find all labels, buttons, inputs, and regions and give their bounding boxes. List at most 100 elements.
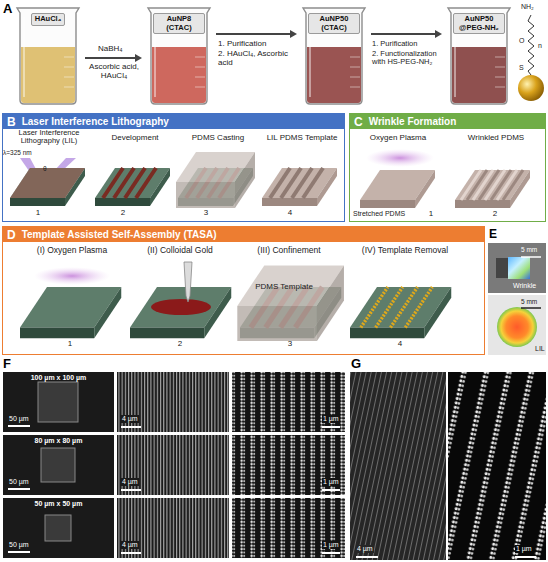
panel-letter: G [351, 357, 361, 371]
figure-label: NaBH₄ [98, 45, 123, 54]
graduation-mark [495, 67, 505, 68]
figure-label: 1 [64, 340, 76, 349]
graduation-mark [350, 77, 360, 78]
beaker-node: HAuCl₄ [14, 5, 82, 105]
figure-label: 2 [174, 340, 186, 349]
beaker-label-text: AuNP50 (CTAC) [320, 14, 349, 32]
figure-label: NH₂ [521, 3, 534, 11]
panel-title: Laser Interference Lithography [22, 116, 169, 127]
figure-label: Ascorbic acid, HAuCl₄ [86, 63, 142, 81]
figure-label: 4 µm [121, 541, 139, 549]
figure-label: 2. Functionalization with HS-PEG-NH₂ [372, 50, 442, 67]
panel-title: Template Assisted Self-Assembly (TASA) [22, 229, 217, 240]
figure-label: 5 mm [520, 246, 538, 253]
graduation-mark [495, 87, 505, 88]
panel-header: DTemplate Assisted Self-Assembly (TASA) [3, 227, 484, 242]
figure-label: 4 µm [356, 545, 374, 553]
arrow-shaft [216, 33, 291, 35]
figure-label: Oxygen Plasma [352, 134, 444, 143]
figure-label: (III) Confinement [236, 246, 342, 255]
panel-letter: F [3, 357, 11, 371]
graduation-mark [495, 77, 505, 78]
process-arrow [371, 30, 442, 38]
figure-label: 4 [284, 209, 296, 218]
process-arrow [85, 54, 142, 62]
figure-label: 1 µm [322, 541, 340, 549]
figure-label: 1 µm [515, 545, 533, 553]
beaker-label: HAuCl₄ [31, 13, 66, 26]
figure-label: 50 µm [8, 478, 30, 486]
figure-label: S [519, 64, 524, 72]
arrow-head [135, 54, 142, 62]
beaker-outline [148, 8, 210, 104]
arrow-shaft [85, 57, 136, 59]
figure-label: 1. Purification [372, 40, 442, 48]
figure-label: 3 [284, 340, 296, 349]
beaker-label: AuNP50 @PEG-NH₂ [453, 13, 505, 34]
panel-title: Wrinkle Formation [369, 116, 457, 127]
beaker-node: AuNP8 (CTAC) [145, 5, 213, 105]
figure-label: (IV) Template Removal [346, 246, 464, 255]
panel-letter: C [354, 115, 363, 129]
graduation-mark [64, 67, 74, 68]
graduation-mark [64, 77, 74, 78]
beaker-label: AuNP8 (CTAC) [153, 13, 205, 34]
arrow-head [290, 30, 297, 38]
panel-letter: E [489, 228, 497, 241]
beaker-label: AuNP50 (CTAC) [308, 13, 360, 34]
figure-label: 4 [394, 340, 406, 349]
figure-label: PDMS Casting [178, 134, 258, 143]
figure-label: LIL [534, 345, 546, 353]
figure-label: (I) Oxygen Plasma [20, 246, 124, 255]
beaker-node: AuNP50 (CTAC) [300, 5, 368, 105]
beaker-label-text: AuNP8 (CTAC) [166, 14, 191, 32]
beaker-outline [17, 8, 79, 104]
figure-label: PDMS Template [252, 283, 316, 292]
glass-highlight [23, 17, 25, 97]
beaker-node: AuNP50 @PEG-NH₂ [445, 5, 513, 105]
graduation-mark [350, 67, 360, 68]
panel-header: C Wrinkle Formation [350, 114, 545, 129]
graduation-mark [64, 57, 74, 58]
beaker-outline [448, 8, 510, 104]
beaker-label-text: AuNP50 @PEG-NH₂ [459, 14, 499, 32]
graduation-mark [350, 87, 360, 88]
panel-letter: A [3, 2, 12, 16]
graduation-mark [195, 57, 205, 58]
beaker-outline [303, 8, 365, 104]
process-arrow [216, 30, 297, 38]
figure-label: O [519, 37, 524, 45]
graduation-mark [195, 77, 205, 78]
figure-label: 50 µm x 50 µm [3, 500, 114, 508]
panel-frame: C Wrinkle Formation [349, 113, 546, 222]
figure-label: Development [95, 134, 175, 143]
figure-label: λ=325 nm [3, 149, 32, 156]
figure-label: 4 µm [121, 415, 139, 423]
figure-label: Laser Interference Lithography (LIL) [6, 129, 92, 146]
figure-label: 2 [117, 209, 129, 218]
figure-label: 1 µm [322, 415, 340, 423]
figure-label: n [538, 42, 542, 50]
graduation-mark [495, 57, 505, 58]
panel-letter: B [7, 115, 16, 129]
panel-header: B Laser Interference Lithography [3, 114, 344, 129]
figure-label: 1. Purification [218, 40, 298, 49]
graduation-mark [195, 67, 205, 68]
graduation-mark [64, 87, 74, 88]
figure-label: θ [43, 165, 47, 172]
figure-label: 100 µm x 100 µm [3, 374, 114, 382]
figure-label: 1 [425, 210, 437, 219]
graduation-mark [195, 87, 205, 88]
arrow-head [435, 30, 442, 38]
figure-label: 1 [32, 209, 44, 218]
figure-label: 2 [489, 210, 501, 219]
figure-label: LIL PDMS Template [262, 134, 342, 143]
arrow-shaft [371, 33, 436, 35]
figure-label: Wrinkled PDMS [450, 134, 542, 143]
figure-label: (II) Colloidal Gold [128, 246, 232, 255]
figure-label: Stretched PDMS [353, 210, 405, 218]
figure-label: 1 µm [322, 478, 340, 486]
figure-label: 5 mm [520, 298, 538, 305]
figure-label: 50 µm [8, 541, 30, 549]
